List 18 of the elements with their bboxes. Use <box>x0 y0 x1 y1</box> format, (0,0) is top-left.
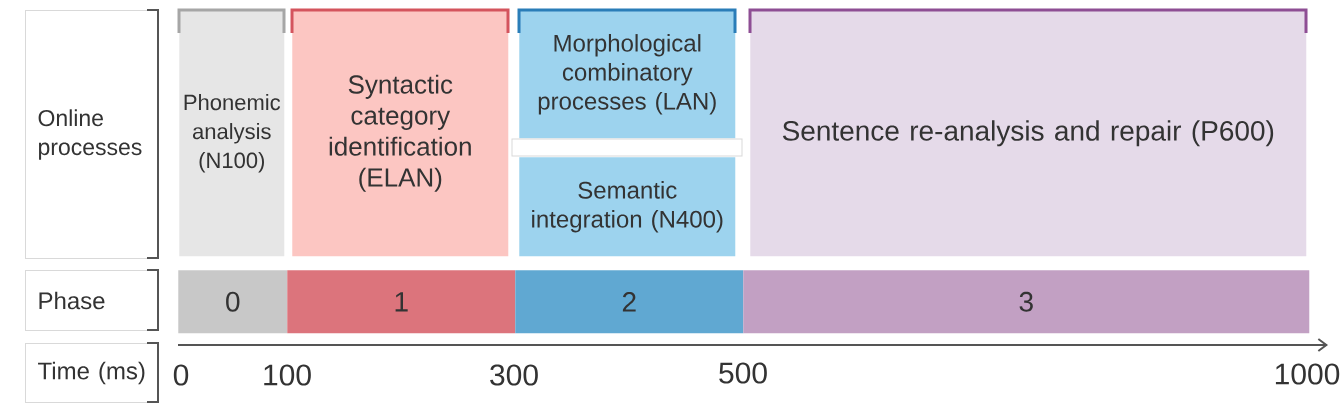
tick-label: 100 <box>264 364 311 386</box>
divider-bar <box>511 138 743 157</box>
tick-label: 500 <box>719 362 767 384</box>
row-label: Online processes <box>25 10 159 259</box>
process-box: Morphological combinatory processes (LAN) <box>519 10 736 139</box>
phase-bar: 1 <box>287 270 516 334</box>
process-box: Phonemic analysis (N100) <box>179 10 285 257</box>
row-label: Time (ms) <box>25 343 159 403</box>
tick-label: 0 <box>173 364 189 386</box>
process-box: Sentence re-analysis and repair (P600) <box>750 10 1307 257</box>
tick-label: 300 <box>490 364 538 386</box>
phase-bar: 3 <box>743 270 1310 334</box>
tick-label: 1000 <box>1275 363 1340 385</box>
process-box: Semantic integration (N400) <box>519 157 736 257</box>
phase-bar: 0 <box>178 270 288 334</box>
row-label: Phase <box>25 270 159 331</box>
phase-bar: 2 <box>515 270 744 334</box>
process-box: Syntactic category identification (ELAN) <box>292 10 509 257</box>
